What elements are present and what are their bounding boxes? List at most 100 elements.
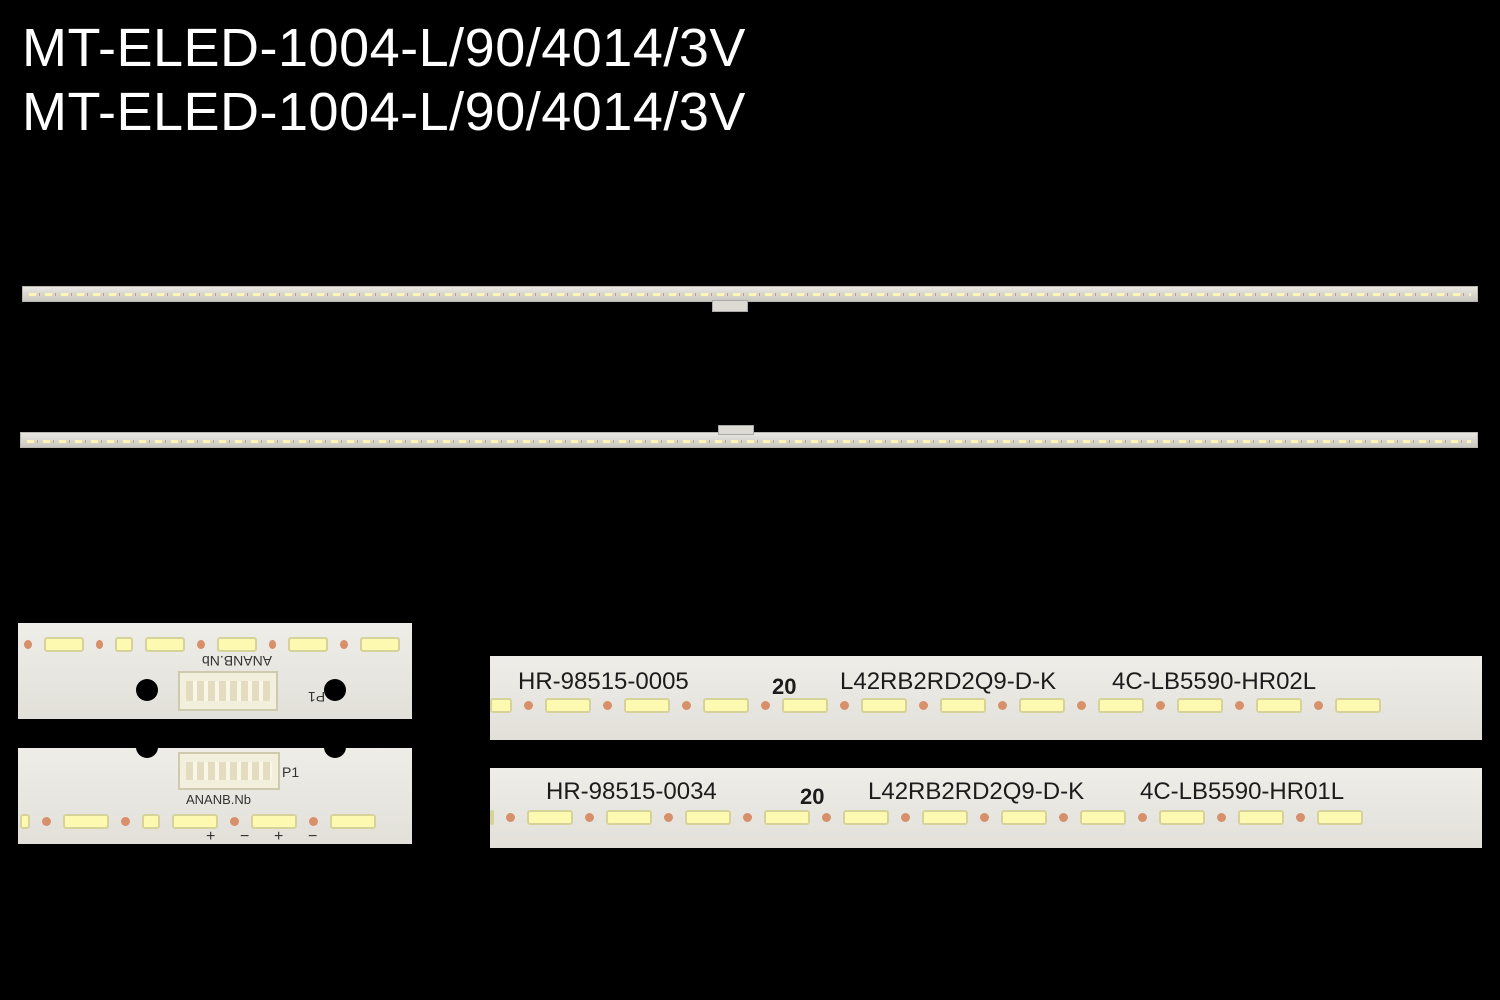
- board-code-top: 4C-LB5590-HR02L: [1112, 668, 1317, 695]
- led-strip-2-leds: [27, 440, 1471, 443]
- led-chip: [490, 698, 512, 713]
- resistor-dot: [121, 817, 130, 826]
- resistor-dot: [1296, 813, 1305, 822]
- led-strip-1-leds: [29, 293, 1471, 296]
- resistor-dot: [664, 813, 673, 822]
- resistor-dot: [506, 813, 515, 822]
- led-chip: [1335, 698, 1381, 713]
- led-chip: [861, 698, 907, 713]
- led-strip-2-connector-tab: [718, 425, 754, 435]
- led-chip: [1019, 698, 1065, 713]
- resistor-dot: [761, 701, 770, 710]
- resistor-dot: [682, 701, 691, 710]
- resistor-dot: [1314, 701, 1323, 710]
- led-chip: [843, 810, 889, 825]
- polarity-mark-2: −: [240, 828, 250, 844]
- model-number-top: L42RB2RD2Q9-D-K: [840, 668, 1057, 695]
- led-chip: [527, 810, 573, 825]
- board-notch: [324, 679, 346, 701]
- resistor-dot: [1138, 813, 1147, 822]
- closeup-top-p-label: P1: [308, 689, 326, 705]
- led-chip: [43, 637, 84, 652]
- led-chip: [1256, 698, 1302, 713]
- polarity-mark-1: +: [206, 828, 216, 844]
- led-chip: [1098, 698, 1144, 713]
- led-chip: [1080, 810, 1126, 825]
- resistor-dot: [840, 701, 849, 710]
- led-strip-1: [22, 286, 1478, 302]
- closeup-connector-top: ANANB.Nb P1: [18, 623, 412, 719]
- closeup-label-strip-top: HR-98515-0005 20 L42RB2RD2Q9-D-K 4C-LB55…: [490, 656, 1482, 740]
- led-chip: [145, 637, 186, 652]
- board-notch: [324, 748, 346, 758]
- led-chip: [1238, 810, 1284, 825]
- closeup-connector-bottom: P1 ANANB.Nb + − + −: [18, 748, 412, 844]
- board-notch: [136, 679, 158, 701]
- led-chip: [115, 637, 134, 652]
- board-code-bottom: 4C-LB5590-HR01L: [1140, 778, 1345, 805]
- led-chip: [764, 810, 810, 825]
- resistor-dot: [822, 813, 831, 822]
- closeup-top-marking: ANANB.Nb: [202, 653, 273, 669]
- led-chip: [922, 810, 968, 825]
- resistor-dot: [24, 640, 32, 649]
- led-chip: [624, 698, 670, 713]
- closeup-bottom-led-row: [18, 814, 412, 829]
- led-strip-1-connector-tab: [712, 300, 748, 312]
- resistor-dot: [603, 701, 612, 710]
- product-title-line-1: MT-ELED-1004-L/90/4014/3V: [22, 18, 746, 78]
- led-chip: [172, 814, 218, 829]
- resistor-dot: [998, 701, 1007, 710]
- led-chip: [1001, 810, 1047, 825]
- resistor-dot: [1059, 813, 1068, 822]
- polarity-mark-4: −: [308, 828, 318, 844]
- closeup-top-led-row: [18, 637, 412, 652]
- led-chip: [782, 698, 828, 713]
- closeup-bottom-connector: [178, 752, 280, 790]
- led-chip: [490, 810, 494, 825]
- board-notch: [136, 748, 158, 758]
- resistor-dot: [42, 817, 51, 826]
- closeup-bottom-p-label: P1: [282, 764, 300, 780]
- led-chip: [703, 698, 749, 713]
- led-count-top: 20: [772, 674, 797, 699]
- resistor-dot: [1156, 701, 1165, 710]
- led-chip: [940, 698, 986, 713]
- led-chip: [142, 814, 160, 829]
- resistor-dot: [197, 640, 205, 649]
- led-chip: [251, 814, 297, 829]
- product-title-line-2: MT-ELED-1004-L/90/4014/3V: [22, 82, 746, 142]
- resistor-dot: [524, 701, 533, 710]
- led-chip: [216, 637, 257, 652]
- resistor-dot: [268, 640, 277, 649]
- polarity-mark-3: +: [274, 828, 284, 844]
- resistor-dot: [309, 817, 318, 826]
- resistor-dot: [1077, 701, 1086, 710]
- led-chip: [1317, 810, 1363, 825]
- closeup-top-connector: [178, 671, 278, 711]
- led-chip: [20, 814, 30, 829]
- resistor-dot: [901, 813, 910, 822]
- closeup-top-label-led-row: [490, 698, 1482, 713]
- resistor-dot: [95, 640, 104, 649]
- led-chip: [63, 814, 109, 829]
- resistor-dot: [1235, 701, 1244, 710]
- part-number-bottom: HR-98515-0034: [546, 778, 717, 805]
- led-chip: [288, 637, 329, 652]
- led-chip: [360, 637, 400, 652]
- closeup-label-strip-bottom: HR-98515-0034 20 L42RB2RD2Q9-D-K 4C-LB55…: [490, 768, 1482, 848]
- resistor-dot: [919, 701, 928, 710]
- led-count-bottom: 20: [800, 784, 825, 809]
- closeup-bottom-label-led-row: [490, 810, 1482, 825]
- led-chip: [1159, 810, 1205, 825]
- led-chip: [330, 814, 376, 829]
- resistor-dot: [743, 813, 752, 822]
- closeup-bottom-marking: ANANB.Nb: [186, 792, 252, 807]
- connector-pins: [186, 681, 270, 701]
- led-chip: [1177, 698, 1223, 713]
- resistor-dot: [585, 813, 594, 822]
- led-chip: [606, 810, 652, 825]
- led-chip: [545, 698, 591, 713]
- model-number-bottom: L42RB2RD2Q9-D-K: [868, 778, 1085, 805]
- led-chip: [685, 810, 731, 825]
